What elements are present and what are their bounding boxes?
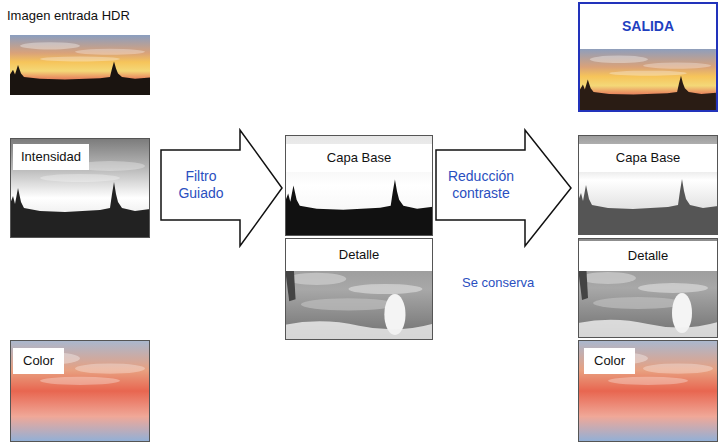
base-layer-image <box>578 135 718 235</box>
color-image <box>10 340 150 442</box>
hdr-image <box>10 35 150 95</box>
color-image <box>578 340 718 442</box>
arrow-label: Reducción contraste <box>438 151 524 219</box>
input-image-panel: Imagen entrada HDR <box>0 2 160 98</box>
color-panel: Color <box>578 340 718 442</box>
block-arrow: Reducción contraste <box>435 128 573 248</box>
intensity-image <box>10 138 150 238</box>
output-image <box>580 48 716 111</box>
panel-label: SALIDA <box>580 4 716 49</box>
intensity-panel: Intensidad <box>10 138 150 238</box>
detail-panel: Detalle <box>578 238 718 338</box>
base-layer-panel: Capa Base <box>578 135 718 235</box>
panel-label: Detalle <box>286 239 432 271</box>
arrow-label: Filtro Guiado <box>163 151 239 219</box>
base-layer-image <box>285 135 433 236</box>
panel-label: Imagen entrada HDR <box>5 6 132 26</box>
output-panel: SALIDA <box>578 2 718 112</box>
base-layer-panel: Capa Base <box>285 135 433 236</box>
panel-label: Detalle <box>579 241 717 271</box>
detail-panel: Detalle <box>285 238 433 340</box>
block-arrow-outline <box>161 130 282 246</box>
block-arrow-outline <box>436 130 571 246</box>
panel-label: Color <box>584 348 635 374</box>
panel-label: Capa Base <box>286 144 432 172</box>
color-panel: Color <box>10 340 150 442</box>
block-arrow: Filtro Guiado <box>160 128 284 248</box>
panel-label: Capa Base <box>579 144 717 172</box>
panel-label: Intensidad <box>13 144 89 170</box>
note-text: Se conserva <box>462 275 534 291</box>
detail-image <box>578 238 718 338</box>
detail-image <box>285 238 433 340</box>
panel-label: Color <box>13 348 64 374</box>
